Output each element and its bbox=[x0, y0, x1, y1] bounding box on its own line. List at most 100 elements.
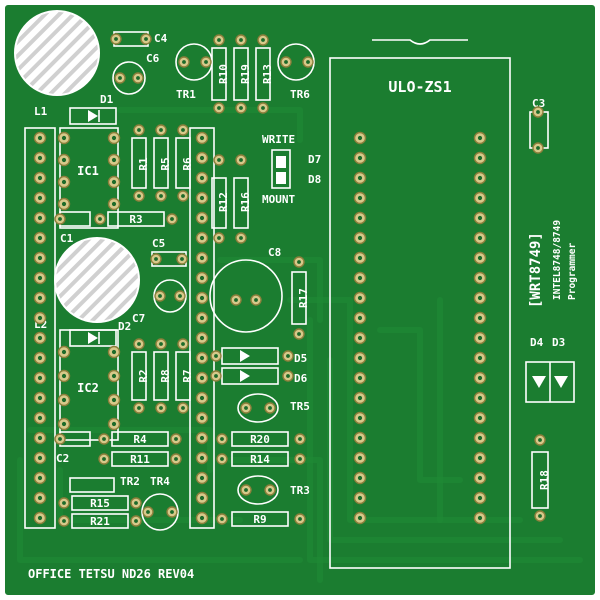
pad-hole bbox=[204, 60, 208, 64]
r11-label: R11 bbox=[130, 453, 150, 466]
pad-hole bbox=[181, 406, 185, 410]
pad-hole bbox=[199, 215, 205, 221]
pad-hole bbox=[239, 106, 243, 110]
d4-label: D4 bbox=[530, 336, 544, 349]
pad-hole bbox=[37, 295, 43, 301]
pad-hole bbox=[477, 275, 483, 281]
pad-hole bbox=[477, 315, 483, 321]
resistors-r2-r8-r7: R2 R8 R7 bbox=[131, 351, 194, 401]
pad-hole bbox=[477, 355, 483, 361]
d8-label: D8 bbox=[308, 173, 321, 186]
side-subtitle-1: INTEL8748/8749 bbox=[552, 220, 563, 300]
pad-hole bbox=[477, 435, 483, 441]
r5-label: R5 bbox=[159, 157, 172, 170]
c2-label: C2 bbox=[56, 452, 69, 465]
pad-hole bbox=[199, 375, 205, 381]
pad-hole bbox=[214, 354, 218, 358]
pad-hole bbox=[61, 373, 67, 379]
pad-hole bbox=[268, 406, 272, 410]
c1-label: C1 bbox=[60, 232, 74, 245]
pad-hole bbox=[146, 510, 150, 514]
c5-label: C5 bbox=[152, 237, 165, 250]
pad-hole bbox=[297, 260, 301, 264]
pad-hole bbox=[214, 374, 218, 378]
pad-hole bbox=[297, 332, 301, 336]
pad-hole bbox=[199, 275, 205, 281]
pad-hole bbox=[118, 76, 122, 80]
pad-hole bbox=[37, 275, 43, 281]
r1-label: R1 bbox=[137, 157, 150, 171]
tr1-label: TR1 bbox=[176, 88, 196, 101]
pad-hole bbox=[37, 435, 43, 441]
pad-hole bbox=[298, 517, 302, 521]
c4-label: C4 bbox=[154, 32, 168, 45]
pad-hole bbox=[477, 335, 483, 341]
c7-label: C7 bbox=[132, 312, 145, 325]
pad-hole bbox=[159, 128, 163, 132]
pad-hole bbox=[239, 236, 243, 240]
resistor-r9: R9 bbox=[231, 511, 289, 527]
pad-hole bbox=[134, 501, 138, 505]
pad-hole bbox=[111, 135, 117, 141]
pad-hole bbox=[284, 60, 288, 64]
pad-hole bbox=[357, 495, 363, 501]
pad-hole bbox=[357, 475, 363, 481]
pad-hole bbox=[298, 457, 302, 461]
pad-hole bbox=[61, 349, 67, 355]
pad-hole bbox=[136, 76, 140, 80]
pad-hole bbox=[220, 457, 224, 461]
pad-hole bbox=[58, 437, 62, 441]
pad-hole bbox=[37, 155, 43, 161]
pad-hole bbox=[234, 298, 238, 302]
pad-hole bbox=[357, 295, 363, 301]
resistors-r12-r16: R12 R16 bbox=[211, 177, 252, 229]
transistor-tr6: TR6 bbox=[277, 43, 315, 101]
pad-hole bbox=[536, 110, 540, 114]
d3-label: D3 bbox=[552, 336, 565, 349]
pad-hole bbox=[37, 195, 43, 201]
pad-hole bbox=[477, 395, 483, 401]
pad-hole bbox=[477, 475, 483, 481]
pad-hole bbox=[111, 349, 117, 355]
pad-hole bbox=[477, 375, 483, 381]
pad-hole bbox=[357, 395, 363, 401]
pad-hole bbox=[357, 315, 363, 321]
side-title: [WRT8749] bbox=[528, 232, 544, 308]
pad-hole bbox=[477, 295, 483, 301]
pad-hole bbox=[111, 373, 117, 379]
r19-label: R19 bbox=[239, 64, 252, 84]
r15-label: R15 bbox=[90, 497, 110, 510]
pad-hole bbox=[62, 501, 66, 505]
pad-hole bbox=[159, 406, 163, 410]
pad-hole bbox=[37, 335, 43, 341]
left-header bbox=[24, 127, 56, 529]
pad-hole bbox=[199, 355, 205, 361]
pad-hole bbox=[357, 435, 363, 441]
pad-hole bbox=[477, 215, 483, 221]
pad-hole bbox=[174, 457, 178, 461]
resistor-r18: R18 bbox=[531, 451, 551, 509]
tr5-label: TR5 bbox=[290, 400, 310, 413]
pad-hole bbox=[239, 158, 243, 162]
pad-hole bbox=[477, 455, 483, 461]
resistor-r11: R11 bbox=[111, 451, 169, 467]
pad-hole bbox=[357, 155, 363, 161]
pad-hole bbox=[199, 395, 205, 401]
pad-hole bbox=[98, 217, 102, 221]
resistor-r3: R3 bbox=[107, 211, 165, 227]
pad-hole bbox=[37, 135, 43, 141]
pad-hole bbox=[170, 510, 174, 514]
pad-hole bbox=[37, 475, 43, 481]
pad-hole bbox=[114, 37, 118, 41]
resistor-r14: R14 bbox=[231, 451, 289, 467]
pad-hole bbox=[181, 194, 185, 198]
r16-label: R16 bbox=[239, 192, 252, 212]
pad-hole bbox=[178, 294, 182, 298]
transistor-tr2: TR2 bbox=[69, 475, 140, 493]
pad-hole bbox=[199, 255, 205, 261]
diodes-d5-d6: D5 D6 bbox=[221, 347, 308, 385]
d6-label: D6 bbox=[294, 372, 308, 385]
resistor-r21: R21 bbox=[71, 513, 129, 529]
pad-hole bbox=[111, 397, 117, 403]
